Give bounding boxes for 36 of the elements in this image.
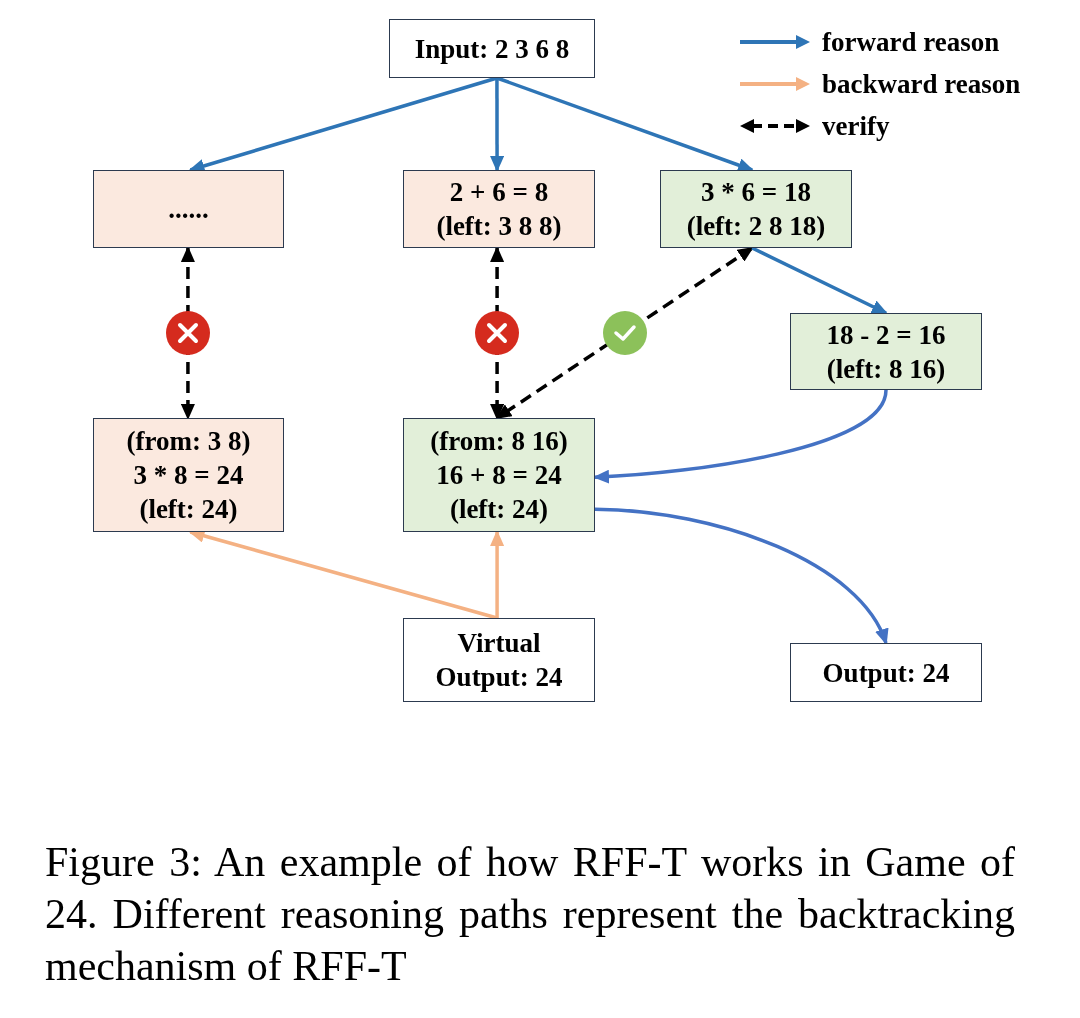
double-arrow [495, 246, 754, 420]
step-box [790, 313, 982, 390]
node-text: 3 * 8 = 24 [133, 459, 244, 492]
arrow [490, 78, 505, 172]
node-text: Output: 24 [822, 656, 950, 690]
arrow [593, 389, 888, 484]
arrow [594, 507, 888, 645]
legend-label: backward reason [822, 68, 1021, 100]
legend-label: forward reason [822, 26, 1000, 58]
step-box [93, 170, 284, 248]
arrow [751, 246, 888, 315]
node-text: (from: 3 8) [126, 425, 251, 458]
figure-caption: Figure 3: An example of how RFF-T works in Game of 24. Different reasoning paths represent the backtracking mechanism of RFF-T [45, 838, 1015, 991]
node-text: (left: 24) [449, 493, 549, 526]
step-box [403, 418, 595, 532]
node-text: 18 - 2 = 16 [826, 318, 946, 352]
node-text: (left: 3 8 8) [436, 210, 562, 243]
step-box [403, 618, 595, 702]
node-text: (left: 8 16) [826, 352, 946, 386]
node-text: 2 + 6 = 8 [449, 176, 549, 209]
node-text: Virtual Output: 24 [434, 627, 564, 694]
node-text: Input: 2 3 6 8 [414, 32, 570, 66]
step-box [790, 643, 982, 702]
node-text: (left: 24) [139, 493, 238, 526]
node-text: ...... [168, 193, 209, 226]
step-box [93, 418, 284, 532]
node-text: (from: 8 16) [430, 425, 568, 458]
step-box [403, 170, 595, 248]
legend-label: verify [822, 110, 890, 142]
node-text: (left: 2 8 18) [686, 210, 826, 243]
step-box [660, 170, 852, 248]
node-text: 16 + 8 = 24 [436, 459, 562, 492]
arrow [490, 530, 505, 618]
arrow [496, 76, 755, 172]
step-box [389, 19, 595, 78]
node-text: 3 * 6 = 18 [701, 176, 811, 209]
